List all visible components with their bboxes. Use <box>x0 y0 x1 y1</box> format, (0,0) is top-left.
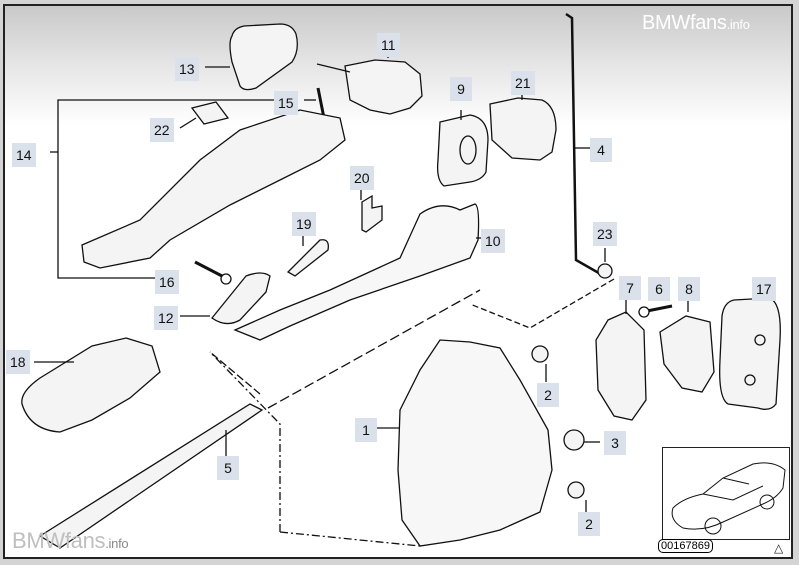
callout-17[interactable]: 17 <box>752 277 776 301</box>
watermark-suffix: .info <box>726 17 750 32</box>
callout-8[interactable]: 8 <box>678 277 700 301</box>
part-17-cover <box>719 297 781 410</box>
callout-13[interactable]: 13 <box>175 57 199 81</box>
vehicle-thumbnail[interactable] <box>662 447 790 540</box>
callout-16[interactable]: 16 <box>155 270 179 294</box>
callout-10[interactable]: 10 <box>481 229 505 253</box>
callout-21[interactable]: 21 <box>511 71 535 95</box>
callout-11[interactable]: 11 <box>377 33 400 57</box>
callout-6[interactable]: 6 <box>648 277 670 301</box>
reference-code: 00167869 <box>658 539 713 553</box>
callout-18[interactable]: 18 <box>6 350 30 374</box>
watermark-brand: BMWfans <box>12 528 106 553</box>
callout-22[interactable]: 22 <box>150 118 174 142</box>
part-11-lock-cylinder <box>344 59 423 115</box>
callout-15[interactable]: 15 <box>274 91 298 115</box>
callout-19[interactable]: 19 <box>292 212 316 236</box>
part-2-screw-top <box>531 345 549 363</box>
part-21-cap <box>489 97 557 161</box>
part-9-cap <box>436 114 489 187</box>
car-icon <box>671 462 786 535</box>
part-5-rod <box>38 403 264 549</box>
callout-7[interactable]: 7 <box>619 276 641 300</box>
callout-3[interactable]: 3 <box>604 431 626 455</box>
callout-1[interactable]: 1 <box>355 418 377 442</box>
triangle-up-icon[interactable]: △ <box>774 541 784 555</box>
part-18-inner-handle <box>21 337 161 433</box>
part-3-grommet <box>563 429 585 451</box>
part-20-spring <box>361 194 383 233</box>
callout-20[interactable]: 20 <box>350 166 374 190</box>
part-12-gasket <box>211 272 271 325</box>
part-16-screw <box>194 260 223 278</box>
part-8-striker <box>659 315 715 393</box>
watermark-top: BMWfans.info <box>642 12 750 35</box>
callout-9[interactable]: 9 <box>450 77 472 101</box>
part-10-outer-handle <box>233 203 480 341</box>
part-7-plate <box>595 311 647 421</box>
callout-2-top[interactable]: 2 <box>537 383 559 407</box>
part-22-clip <box>190 101 230 125</box>
part-2-screw-bottom <box>567 481 585 499</box>
group-bracket-14 <box>57 99 276 279</box>
watermark-brand: BMWfans <box>642 12 727 34</box>
part-23-clip <box>597 263 613 279</box>
callout-2-bottom[interactable]: 2 <box>578 512 600 536</box>
callout-4[interactable]: 4 <box>590 138 612 162</box>
part-4-rod <box>565 12 605 278</box>
part-19-seal <box>286 239 329 277</box>
watermark-suffix: .info <box>105 536 129 551</box>
part-1-door-lock <box>397 339 553 547</box>
callout-5[interactable]: 5 <box>217 456 239 480</box>
callout-14[interactable]: 14 <box>12 143 36 167</box>
part-13-cover <box>229 23 298 91</box>
part-14-handle-carrier <box>81 109 346 269</box>
watermark-bottom: BMWfans.info <box>12 528 129 554</box>
callout-12[interactable]: 12 <box>154 306 178 330</box>
callout-23[interactable]: 23 <box>593 222 617 246</box>
